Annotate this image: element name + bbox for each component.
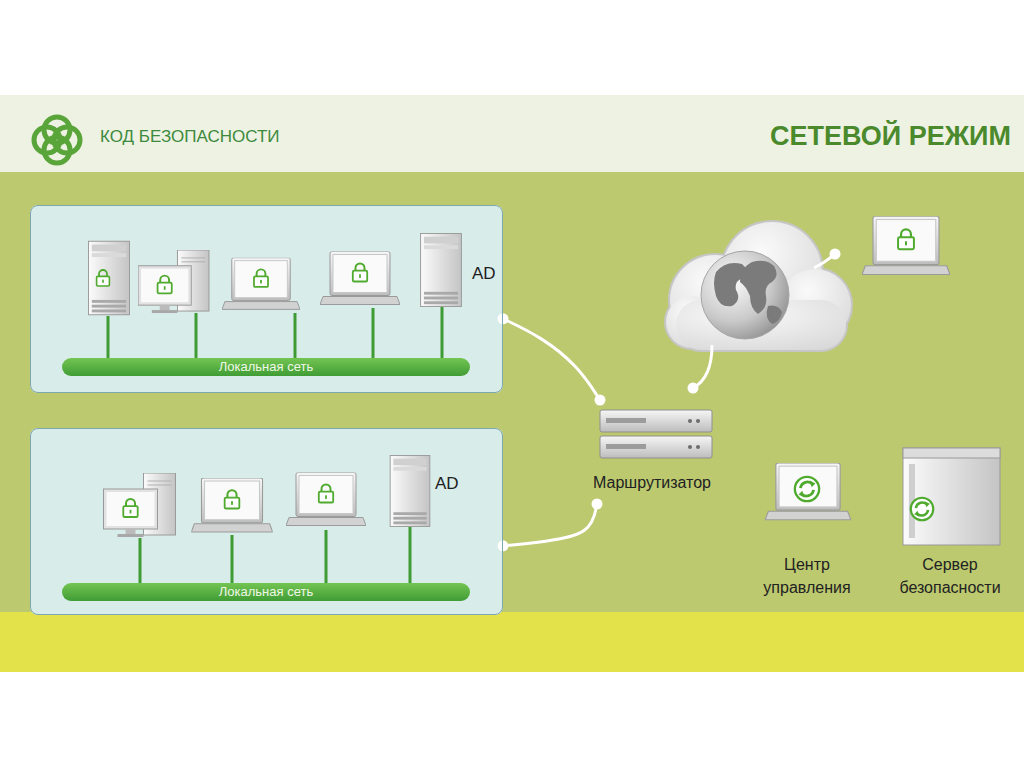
router-unit — [600, 410, 712, 432]
server-case — [903, 448, 1000, 545]
cloud-outline — [666, 222, 851, 350]
network-link — [503, 319, 600, 400]
router-node: Маршрутизатор — [572, 400, 732, 504]
drop-wire — [107, 316, 110, 360]
drop-wire — [441, 307, 444, 360]
header-band — [0, 95, 1024, 172]
protected-laptop — [286, 473, 366, 526]
server-label: AD — [435, 474, 459, 494]
network-panel: Локальная сеть AD — [30, 205, 503, 393]
drop-wire — [231, 535, 234, 585]
router-led — [688, 445, 692, 449]
link-dot — [592, 499, 603, 510]
drop-wires — [108, 307, 442, 360]
drop-wire — [372, 308, 375, 360]
device-label: Маршрутизатор — [593, 471, 711, 504]
product-emblem — [911, 498, 934, 521]
router-panel — [606, 418, 646, 423]
protected-laptop — [320, 252, 400, 305]
link-dot — [595, 395, 606, 406]
server-top — [903, 448, 1000, 458]
link-dot — [498, 313, 509, 324]
link-dot — [688, 383, 699, 394]
drop-wire — [409, 527, 412, 585]
footer-band — [0, 612, 1024, 672]
bus-label: Локальная сеть — [219, 584, 313, 600]
router-led — [696, 419, 700, 423]
lan-bus: Локальная сеть — [62, 583, 470, 601]
router-panel — [606, 444, 646, 449]
bottom-margin — [0, 672, 1024, 767]
panel-fill — [30, 428, 503, 615]
protected-pc — [138, 250, 209, 313]
server-label: AD — [472, 264, 496, 284]
globe — [701, 251, 789, 339]
drop-wire — [139, 538, 142, 585]
security-server-node: Сервер безопасности — [881, 442, 1019, 605]
router-icon — [600, 410, 712, 458]
remote-laptop — [862, 216, 950, 274]
router-unit — [600, 436, 712, 458]
network-link — [503, 504, 597, 546]
logo-ring — [44, 137, 70, 163]
drop-wire — [325, 530, 328, 585]
lock-icon — [97, 270, 110, 286]
product-emblem — [795, 477, 819, 501]
link-dot — [830, 249, 841, 260]
console-laptop — [765, 463, 851, 520]
router-led — [688, 419, 692, 423]
drop-wires — [140, 527, 410, 585]
device-label: Сервер безопасности — [884, 553, 1016, 605]
top-margin — [0, 0, 1024, 95]
protected-server — [88, 241, 129, 315]
drop-wire — [294, 313, 297, 360]
lan-bus: Локальная сеть — [62, 358, 470, 376]
connector-group — [498, 313, 606, 405]
drop-wire — [195, 313, 198, 360]
device-label: Центр управления — [751, 553, 863, 605]
globe-continent — [714, 263, 747, 306]
cloud-fill — [666, 222, 851, 350]
router-led — [696, 445, 700, 449]
panel-fill — [30, 205, 503, 393]
security-server-icon — [903, 448, 1000, 545]
internet-cloud — [666, 222, 851, 350]
slide-title: СЕТЕВОЙ РЕЖИМ — [770, 120, 1011, 152]
protected-laptop — [191, 478, 272, 532]
bus-label: Локальная сеть — [219, 359, 313, 375]
connector-group — [498, 499, 603, 552]
ad-server — [421, 233, 462, 306]
protected-laptop — [222, 258, 300, 310]
logo-knot — [34, 117, 80, 163]
protected-pc — [104, 473, 176, 537]
ad-server — [390, 455, 430, 526]
globe-continent — [767, 306, 782, 324]
link-dot — [498, 540, 509, 551]
network-link — [693, 345, 712, 388]
logo-text: КОД БЕЗОПАСНОСТИ — [100, 127, 280, 147]
network-panel: Локальная сеть AD — [30, 428, 503, 615]
console-node: Центр управления — [742, 458, 872, 605]
